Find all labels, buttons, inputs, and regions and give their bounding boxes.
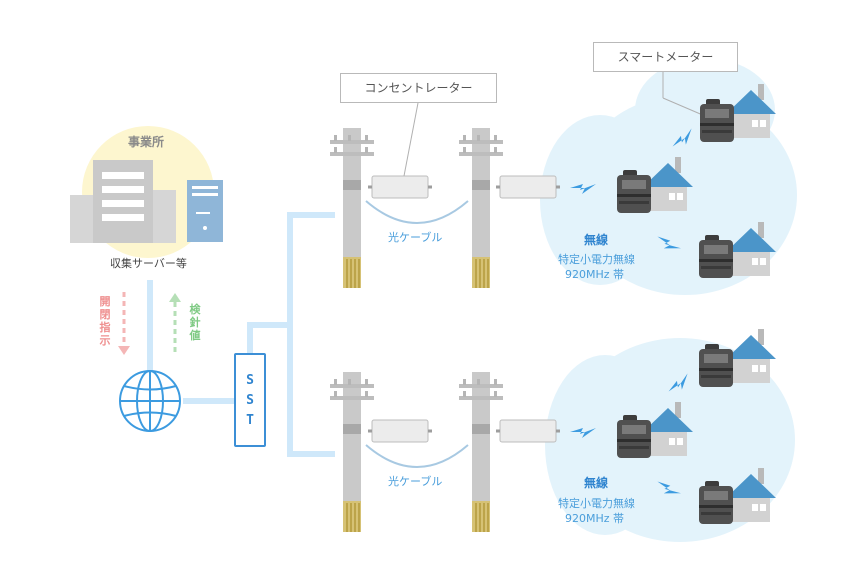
- fiber-cable-label: 光ケーブル: [388, 231, 443, 244]
- sst-letter: S: [246, 393, 254, 408]
- comm-box: [494, 174, 562, 200]
- smart-meter-icon: [617, 415, 651, 458]
- utility-pole: [458, 127, 504, 289]
- smart-meter-icon: [699, 344, 733, 387]
- fiber-cable: [365, 444, 469, 468]
- globe-icon: [119, 370, 181, 432]
- up-arrow-icon: [169, 293, 181, 356]
- wireless-desc-1: 特定小電力無線: [558, 253, 635, 266]
- smart-meter-icon: [699, 481, 733, 524]
- house-icon: [726, 329, 776, 383]
- wireless-desc-2: 920MHz 帯: [565, 268, 625, 281]
- sst-letter: S: [246, 373, 254, 388]
- sst-letter: T: [246, 413, 254, 428]
- wireless-desc-2: 920MHz 帯: [565, 512, 625, 525]
- wireless-title: 無線: [584, 233, 609, 247]
- concentrator-box: [366, 418, 434, 444]
- fiber-cable: [365, 200, 469, 224]
- wireless-desc-1: 特定小電力無線: [558, 497, 635, 510]
- utility-pole: [458, 371, 504, 533]
- concentrator-leader: [403, 102, 419, 177]
- office-building-icon: [70, 160, 176, 243]
- wireless-title: 無線: [584, 476, 609, 490]
- office-title: 事業所: [128, 135, 165, 149]
- sst-box: S S T: [234, 353, 266, 447]
- smart-meter-icon: [617, 170, 651, 213]
- fiber-cable-label: 光ケーブル: [388, 475, 443, 488]
- comm-box: [494, 418, 562, 444]
- smart-meter-callout: スマートメーター: [593, 42, 738, 72]
- smart-meter-icon: [700, 99, 734, 142]
- server-icon: [187, 180, 223, 242]
- utility-pole: [329, 371, 375, 533]
- up-signal-label: 検針値: [189, 303, 201, 342]
- utility-pole: [329, 127, 375, 289]
- server-label: 収集サーバー等: [110, 257, 187, 270]
- concentrator-callout: コンセントレーター: [340, 73, 497, 103]
- concentrator-box: [366, 174, 434, 200]
- smart-meter-icon: [699, 235, 733, 278]
- network-lines: [147, 212, 335, 457]
- down-signal-label: 開閉指示: [99, 295, 111, 347]
- down-arrow-icon: [118, 292, 130, 355]
- smart-meter-leader: [662, 97, 706, 117]
